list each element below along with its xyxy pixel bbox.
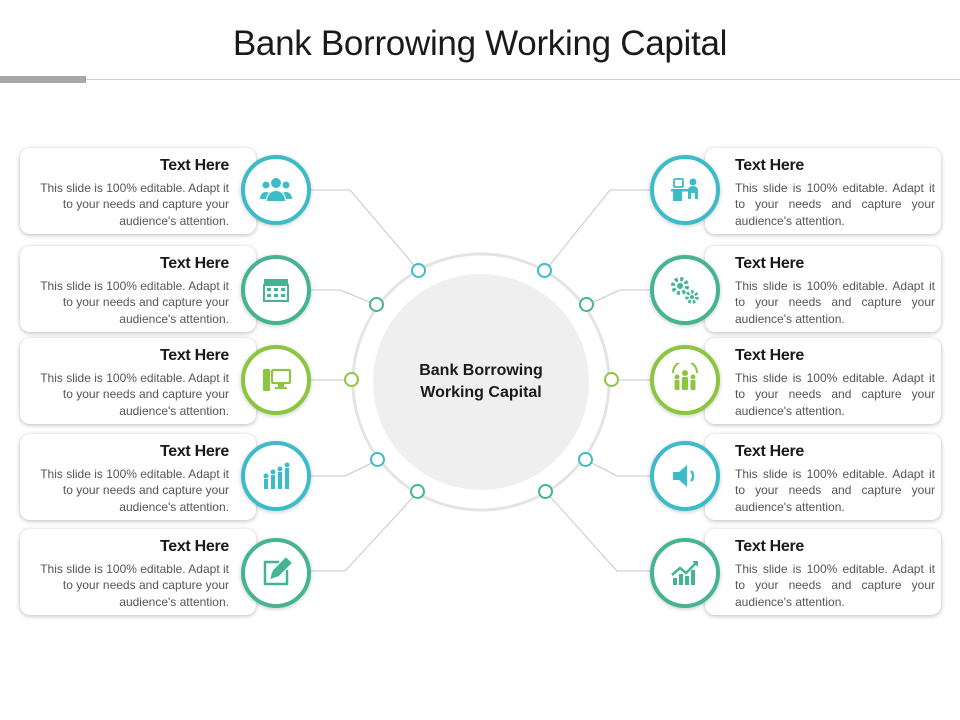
card-body: This slide is 100% editable. Adapt it to… — [735, 279, 935, 326]
connector-left-5 — [311, 491, 419, 572]
card-body: This slide is 100% editable. Adapt it to… — [735, 562, 935, 609]
users-group-icon — [241, 155, 311, 225]
speaker-icon — [650, 441, 720, 511]
info-card-right-3: Text Here This slide is 100% editable. A… — [705, 338, 941, 424]
gears-icon — [650, 255, 720, 325]
ring-dot-right-1 — [537, 263, 552, 278]
ring-dot-right-3 — [604, 372, 619, 387]
card-heading: Text Here — [735, 255, 805, 272]
info-card-right-4: Text Here This slide is 100% editable. A… — [705, 434, 941, 520]
info-card-left-3: Text Here This slide is 100% editable. A… — [20, 338, 256, 424]
connector-left-2 — [311, 289, 378, 306]
center-label: Bank Borrowing Working Capital — [419, 362, 543, 401]
ring-dot-left-4 — [370, 452, 385, 467]
connector-right-1 — [544, 189, 650, 272]
info-card-right-1: Text Here This slide is 100% editable. A… — [705, 148, 941, 234]
card-heading: Text Here — [735, 347, 805, 364]
connector-left-4 — [311, 459, 379, 477]
card-body: This slide is 100% editable. Adapt it to… — [735, 467, 935, 514]
connector-right-2 — [586, 289, 650, 306]
info-card-left-4: Text Here This slide is 100% editable. A… — [20, 434, 256, 520]
card-heading: Text Here — [159, 157, 229, 174]
computer-icon — [241, 345, 311, 415]
info-card-left-2: Text Here This slide is 100% editable. A… — [20, 246, 256, 332]
slide-title: Bank Borrowing Working Capital — [232, 24, 728, 63]
connector-right-4 — [585, 459, 650, 477]
chart-up-icon — [650, 538, 720, 608]
info-card-left-5: Text Here This slide is 100% editable. A… — [20, 529, 256, 615]
card-heading: Text Here — [159, 255, 229, 272]
ring-dot-left-3 — [344, 372, 359, 387]
card-heading: Text Here — [159, 347, 229, 364]
card-heading: Text Here — [735, 443, 805, 460]
calendar-icon — [241, 255, 311, 325]
ring-dot-right-5 — [538, 484, 553, 499]
card-heading: Text Here — [159, 538, 229, 555]
title-rule-accent — [0, 76, 86, 83]
card-body: This slide is 100% editable. Adapt it to… — [40, 181, 229, 228]
card-body: This slide is 100% editable. Adapt it to… — [735, 181, 935, 228]
ring-dot-left-1 — [411, 263, 426, 278]
connector-right-5 — [545, 491, 650, 572]
card-heading: Text Here — [159, 443, 229, 460]
ring-dot-left-5 — [410, 484, 425, 499]
desk-worker-icon — [650, 155, 720, 225]
info-card-right-5: Text Here This slide is 100% editable. A… — [705, 529, 941, 615]
card-body: This slide is 100% editable. Adapt it to… — [40, 279, 229, 326]
connector-left-1 — [311, 189, 420, 272]
growth-people-icon — [241, 441, 311, 511]
ring-dot-right-2 — [579, 297, 594, 312]
card-body: This slide is 100% editable. Adapt it to… — [40, 467, 229, 514]
info-card-right-2: Text Here This slide is 100% editable. A… — [705, 246, 941, 332]
card-heading: Text Here — [735, 157, 805, 174]
card-heading: Text Here — [735, 538, 805, 555]
info-card-left-1: Text Here This slide is 100% editable. A… — [20, 148, 256, 234]
card-body: This slide is 100% editable. Adapt it to… — [40, 562, 229, 609]
edit-icon — [241, 538, 311, 608]
ring-dot-left-2 — [369, 297, 384, 312]
card-body: This slide is 100% editable. Adapt it to… — [735, 371, 935, 418]
center-hub: Bank Borrowing Working Capital — [373, 274, 589, 490]
ring-dot-right-4 — [578, 452, 593, 467]
card-body: This slide is 100% editable. Adapt it to… — [40, 371, 229, 418]
team-icon — [650, 345, 720, 415]
title-rule — [86, 79, 960, 80]
